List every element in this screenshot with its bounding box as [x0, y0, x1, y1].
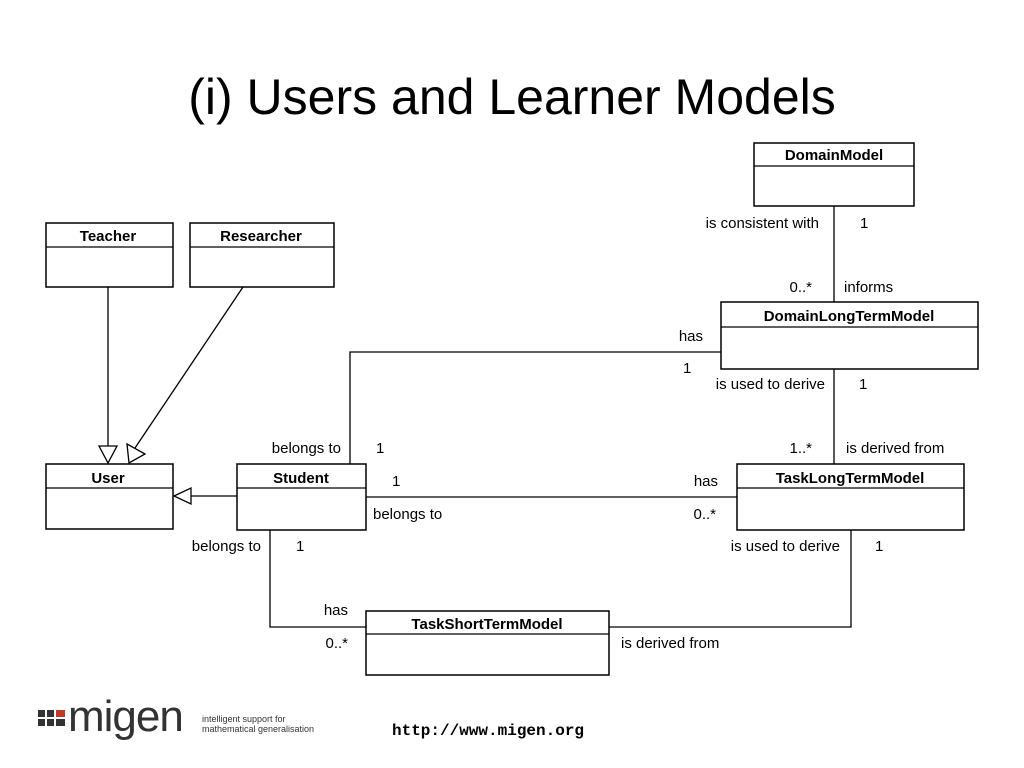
logo-grid-icon	[38, 710, 65, 726]
assoc-label: has	[694, 473, 718, 490]
class-student-name: Student	[273, 470, 329, 487]
class-taskshorttermmodel-name: TaskShortTermModel	[411, 616, 562, 633]
class-domainmodel: DomainModel	[753, 142, 915, 207]
assoc-label: informs	[844, 279, 893, 296]
assoc-label: has	[679, 328, 703, 345]
uml-class-diagram: DomainModel Teacher Researcher DomainLon…	[45, 142, 979, 676]
tltm-tstm-line	[609, 530, 852, 628]
multiplicity-label: 1	[859, 376, 867, 393]
footer-url-link[interactable]: http://www.migen.org	[392, 722, 585, 740]
assoc-label: is consistent with	[706, 215, 819, 232]
logo-tagline: intelligent support for mathematical gen…	[202, 714, 342, 734]
class-domainlongtermmodel-name: DomainLongTermModel	[764, 308, 935, 325]
multiplicity-label: 1	[683, 360, 691, 377]
assoc-label: is used to derive	[731, 538, 840, 555]
researcher-generalization-arrowhead	[126, 442, 147, 465]
assoc-label: is used to derive	[716, 376, 825, 393]
assoc-label: has	[324, 602, 348, 619]
multiplicity-label: 1	[860, 215, 868, 232]
multiplicity-label: 1	[376, 440, 384, 457]
assoc-label: is derived from	[846, 440, 944, 457]
student-dltm-line	[349, 351, 721, 465]
migen-logo: migen intelligent support for mathematic…	[38, 692, 328, 748]
researcher-generalization-line	[134, 286, 244, 449]
assoc-label: belongs to	[373, 506, 442, 523]
assoc-label: is derived from	[621, 635, 719, 652]
association-lines	[107, 206, 852, 628]
class-teacher: Teacher	[45, 222, 174, 288]
teacher-generalization-arrowhead	[97, 445, 119, 465]
multiplicity-label: 1	[875, 538, 883, 555]
class-tasklongtermmodel-name: TaskLongTermModel	[776, 470, 925, 487]
class-user-name: User	[91, 470, 125, 487]
multiplicity-label: 1..*	[789, 440, 812, 457]
class-domainmodel-name: DomainModel	[785, 147, 883, 164]
multiplicity-label: 0..*	[789, 279, 812, 296]
assoc-label: belongs to	[272, 440, 341, 457]
assoc-label: belongs to	[192, 538, 261, 555]
class-domainlongtermmodel: DomainLongTermModel	[720, 301, 979, 370]
logo-wordmark: migen	[68, 692, 184, 741]
class-student: Student	[236, 463, 367, 531]
multiplicity-label: 0..*	[693, 506, 716, 523]
association-labels: is consistent with 1 0..* informs has 1 …	[192, 215, 945, 652]
multiplicity-label: 1	[296, 538, 304, 555]
slide-title: (i) Users and Learner Models	[188, 69, 836, 125]
class-teacher-name: Teacher	[80, 228, 137, 245]
student-generalization-arrowhead	[172, 486, 192, 506]
logo-tagline-line-2: mathematical generalisation	[202, 724, 315, 734]
logo-tagline-line-1: intelligent support for	[202, 714, 286, 724]
multiplicity-label: 1	[392, 473, 400, 490]
class-tasklongtermmodel: TaskLongTermModel	[736, 463, 965, 531]
class-taskshorttermmodel: TaskShortTermModel	[365, 610, 610, 676]
class-researcher: Researcher	[189, 222, 335, 288]
student-tstm-line	[269, 530, 366, 628]
class-researcher-name: Researcher	[220, 228, 302, 245]
class-user: User	[45, 463, 174, 530]
multiplicity-label: 0..*	[325, 635, 348, 652]
